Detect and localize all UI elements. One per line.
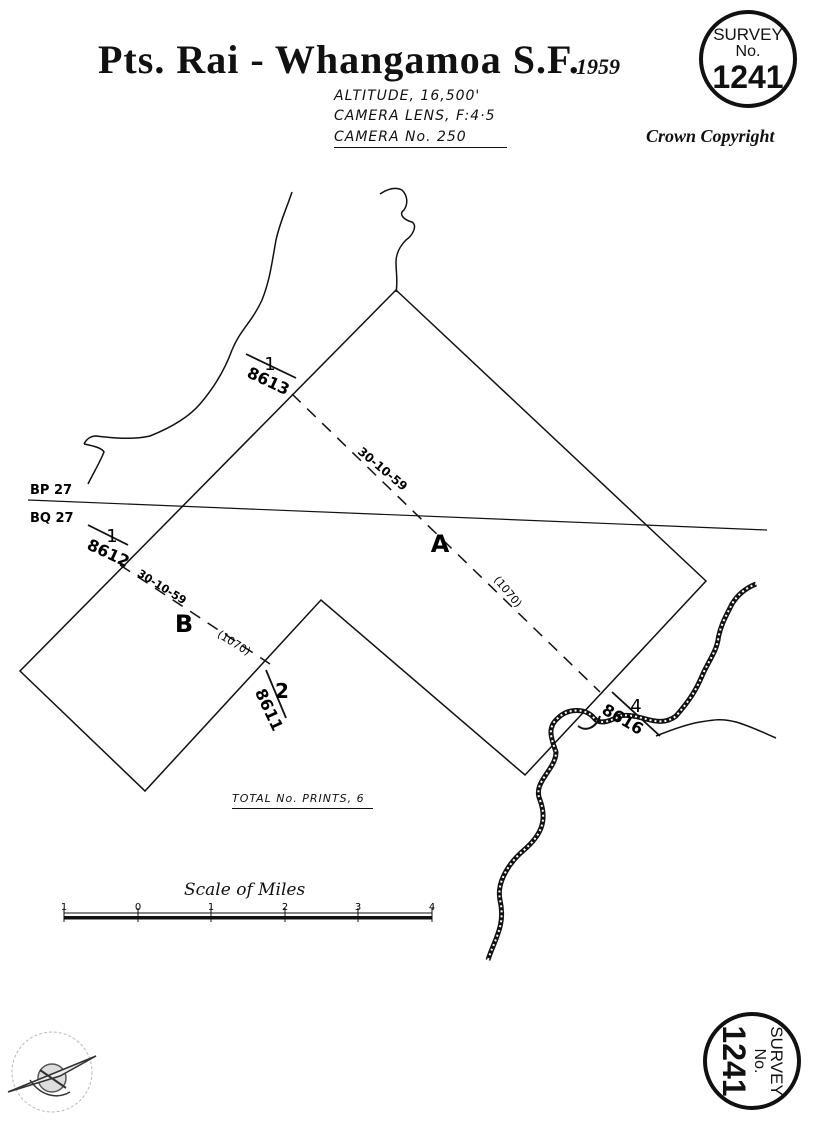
run-a-letter: A	[431, 530, 450, 558]
coastline	[83, 191, 293, 485]
scale-tick-label: 1	[208, 902, 214, 913]
badge-survey-label: SURVEY	[767, 1026, 786, 1096]
scale-bar: 1 0 1 2 3 4	[61, 902, 435, 922]
flight-line-b	[119, 564, 271, 665]
camera-number-text: CAMERA No. 250	[334, 129, 507, 148]
survey-number-badge: SURVEY No. 1241	[699, 10, 797, 108]
altitude-text: ALTITUDE, 16,500'	[334, 88, 481, 104]
run-b-scale: (1070)	[215, 628, 253, 658]
scale-title: Scale of Miles	[184, 880, 306, 900]
scale-tick-label: 4	[429, 902, 435, 913]
run-a-start-frame: 1	[264, 354, 275, 375]
badge-no-label: No.	[735, 43, 761, 60]
grid-boundary-line	[27, 499, 768, 531]
tick-8611	[265, 669, 287, 719]
map-title: Pts. Rai - Whangamoa S.F.	[98, 37, 580, 82]
tick-8612	[87, 524, 129, 546]
nz-aerial-mapping-logo	[7, 1031, 97, 1113]
run-b-date: 30-10-59	[135, 567, 189, 607]
tick-8616	[611, 691, 661, 737]
scale-tick-label: 3	[355, 902, 361, 913]
scale-tick-label: 0	[135, 902, 141, 913]
badge-number: 1241	[712, 59, 784, 95]
grid-label-bq27: BQ 27	[30, 511, 74, 526]
run-b-start-frame: 1	[106, 526, 117, 547]
river	[485, 581, 777, 961]
run-b-end-frame: 2	[275, 679, 289, 703]
camera-lens-text: CAMERA LENS, F:4·5	[334, 108, 496, 124]
survey-year: 1959	[576, 54, 620, 79]
photo-block-a	[18, 288, 708, 793]
run-b-letter: B	[175, 610, 193, 638]
survey-number-badge-rotated: SURVEY No. 1241	[703, 1012, 801, 1110]
grid-label-bp27: BP 27	[30, 483, 72, 498]
run-a-date: 30-10-59	[355, 444, 410, 493]
crown-copyright: Crown Copyright	[646, 126, 775, 146]
run-a-end-frame: 4	[630, 696, 641, 717]
badge-number: 1241	[716, 1025, 752, 1097]
scale-tick-label: 1	[61, 902, 67, 913]
badge-survey-label: SURVEY	[713, 25, 783, 44]
total-prints-text: TOTAL No. PRINTS, 6	[232, 792, 373, 809]
flight-line-a	[291, 393, 601, 693]
tick-8613	[245, 353, 297, 379]
badge-no-label: No.	[751, 1048, 768, 1074]
coastline-north	[379, 187, 416, 293]
scale-tick-label: 2	[282, 902, 288, 913]
